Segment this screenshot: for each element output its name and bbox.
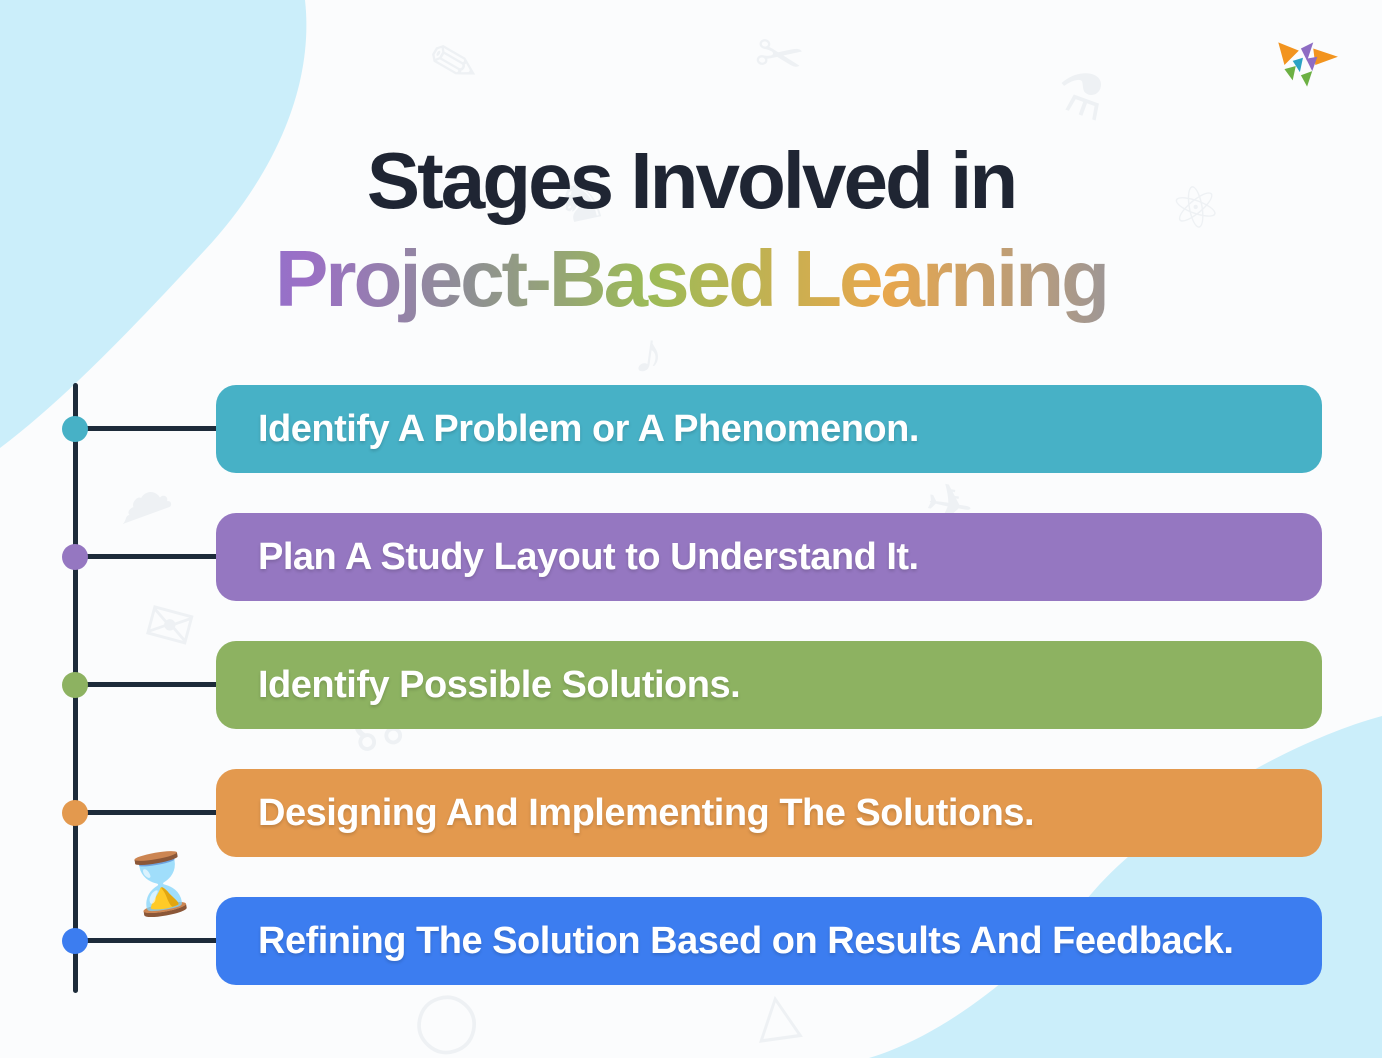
timeline-connector xyxy=(75,810,220,815)
stage-row-5: Refining The Solution Based on Results A… xyxy=(0,897,1382,985)
stage-label: Plan A Study Layout to Understand It. xyxy=(258,535,919,578)
background-doodle: ⚗ xyxy=(1045,55,1117,134)
stage-label: Identify Possible Solutions. xyxy=(258,663,741,706)
timeline-connector xyxy=(75,554,220,559)
stage-row-2: Plan A Study Layout to Understand It. xyxy=(0,513,1382,601)
timeline-dot xyxy=(62,672,88,698)
butterfly-logo xyxy=(1278,42,1338,87)
timeline-dot xyxy=(62,416,88,442)
title-block: Stages Involved in Project-Based Learnin… xyxy=(0,132,1382,328)
stage-bar: Plan A Study Layout to Understand It. xyxy=(216,513,1322,601)
stage-bar: Designing And Implementing The Solutions… xyxy=(216,769,1322,857)
timeline-dot xyxy=(62,544,88,570)
stage-row-3: Identify Possible Solutions. xyxy=(0,641,1382,729)
stage-label: Refining The Solution Based on Results A… xyxy=(258,919,1234,962)
stage-bar: Refining The Solution Based on Results A… xyxy=(216,897,1322,985)
stage-bar: Identify A Problem or A Phenomenon. xyxy=(216,385,1322,473)
timeline-dot xyxy=(62,800,88,826)
stage-bar: Identify Possible Solutions. xyxy=(216,641,1322,729)
timeline-dot xyxy=(62,928,88,954)
background-doodle: ✎ xyxy=(422,26,487,103)
background-doodle: ✂ xyxy=(749,20,809,93)
timeline-connector xyxy=(75,682,220,687)
stage-row-1: Identify A Problem or A Phenomenon. xyxy=(0,385,1382,473)
page-title-line1: Stages Involved in xyxy=(366,136,1018,225)
background-doodle: ♪ xyxy=(630,319,669,388)
background-doodle: ◯ xyxy=(409,981,487,1058)
stage-label: Identify A Problem or A Phenomenon. xyxy=(258,407,919,450)
background-doodle: △ xyxy=(750,978,804,1049)
stage-label: Designing And Implementing The Solutions… xyxy=(258,791,1035,834)
timeline-connector xyxy=(75,938,220,943)
timeline-connector xyxy=(75,426,220,431)
page-title-line2: Project-Based Learning xyxy=(0,230,1382,328)
stage-row-4: Designing And Implementing The Solutions… xyxy=(0,769,1382,857)
